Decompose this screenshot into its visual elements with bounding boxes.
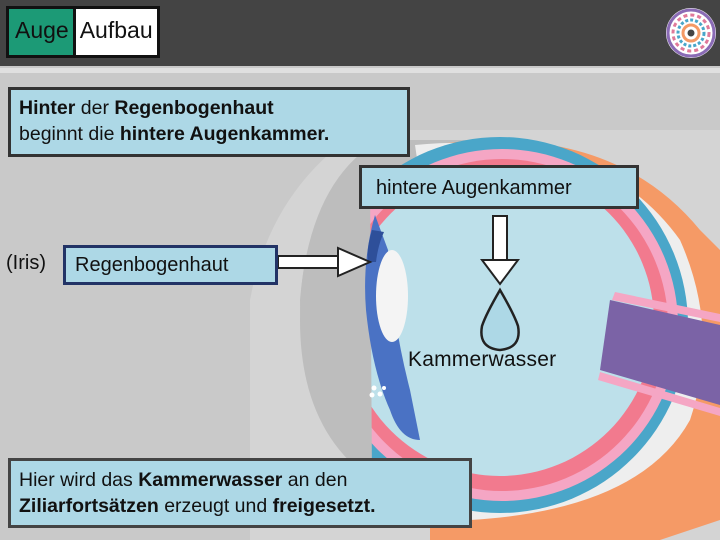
title-part-1: Auge: [9, 9, 73, 55]
anterior-chamber: [300, 170, 372, 480]
callout-text: der: [75, 97, 115, 119]
lens: [376, 250, 408, 342]
callout-text: freigesetzt.: [272, 495, 376, 517]
callout-text: Ziliarfortsätzen: [19, 495, 159, 517]
callout-posterior-chamber: Hinter der Regenbogenhaut beginnt die hi…: [8, 87, 410, 157]
ciliary-dot: [377, 391, 383, 397]
callout-text: Hinter: [19, 97, 76, 119]
ciliary-dot: [382, 386, 386, 390]
title-box: Auge Aufbau: [6, 6, 160, 58]
mandala-logo-icon: [666, 8, 716, 58]
arrow-right-icon: [277, 246, 373, 278]
label-iris-prefix: (Iris): [6, 252, 46, 274]
callout-text: Kammerwasser: [138, 469, 283, 491]
callout-text: an den: [282, 469, 348, 491]
callout-ciliary-processes: Hier wird das Kammerwasser an den Ziliar…: [8, 458, 472, 528]
ciliary-dot: [369, 392, 375, 398]
label-iris: Regenbogenhaut: [63, 245, 278, 285]
ciliary-dot: [371, 385, 377, 391]
arrow-down-icon: [480, 215, 520, 286]
iris-upper: [367, 230, 384, 262]
header-divider: [0, 68, 720, 73]
optic-nerve-sheath-lower: [598, 372, 720, 416]
label-aqueous-humor: Kammerwasser: [408, 348, 557, 371]
callout-text: erzeugt und: [158, 495, 273, 517]
label-posterior-chamber: hintere Augenkammer: [359, 165, 639, 209]
water-drop-icon: [480, 287, 520, 352]
title-part-2: Aufbau: [75, 9, 157, 55]
optic-nerve: [600, 300, 720, 405]
callout-text: beginnt die: [19, 123, 120, 145]
callout-text: Hier wird das: [19, 469, 139, 491]
optic-nerve-sheath: [612, 292, 720, 322]
callout-text: Regenbogenhaut: [114, 97, 274, 119]
callout-text: hintere Augenkammer.: [119, 123, 330, 145]
